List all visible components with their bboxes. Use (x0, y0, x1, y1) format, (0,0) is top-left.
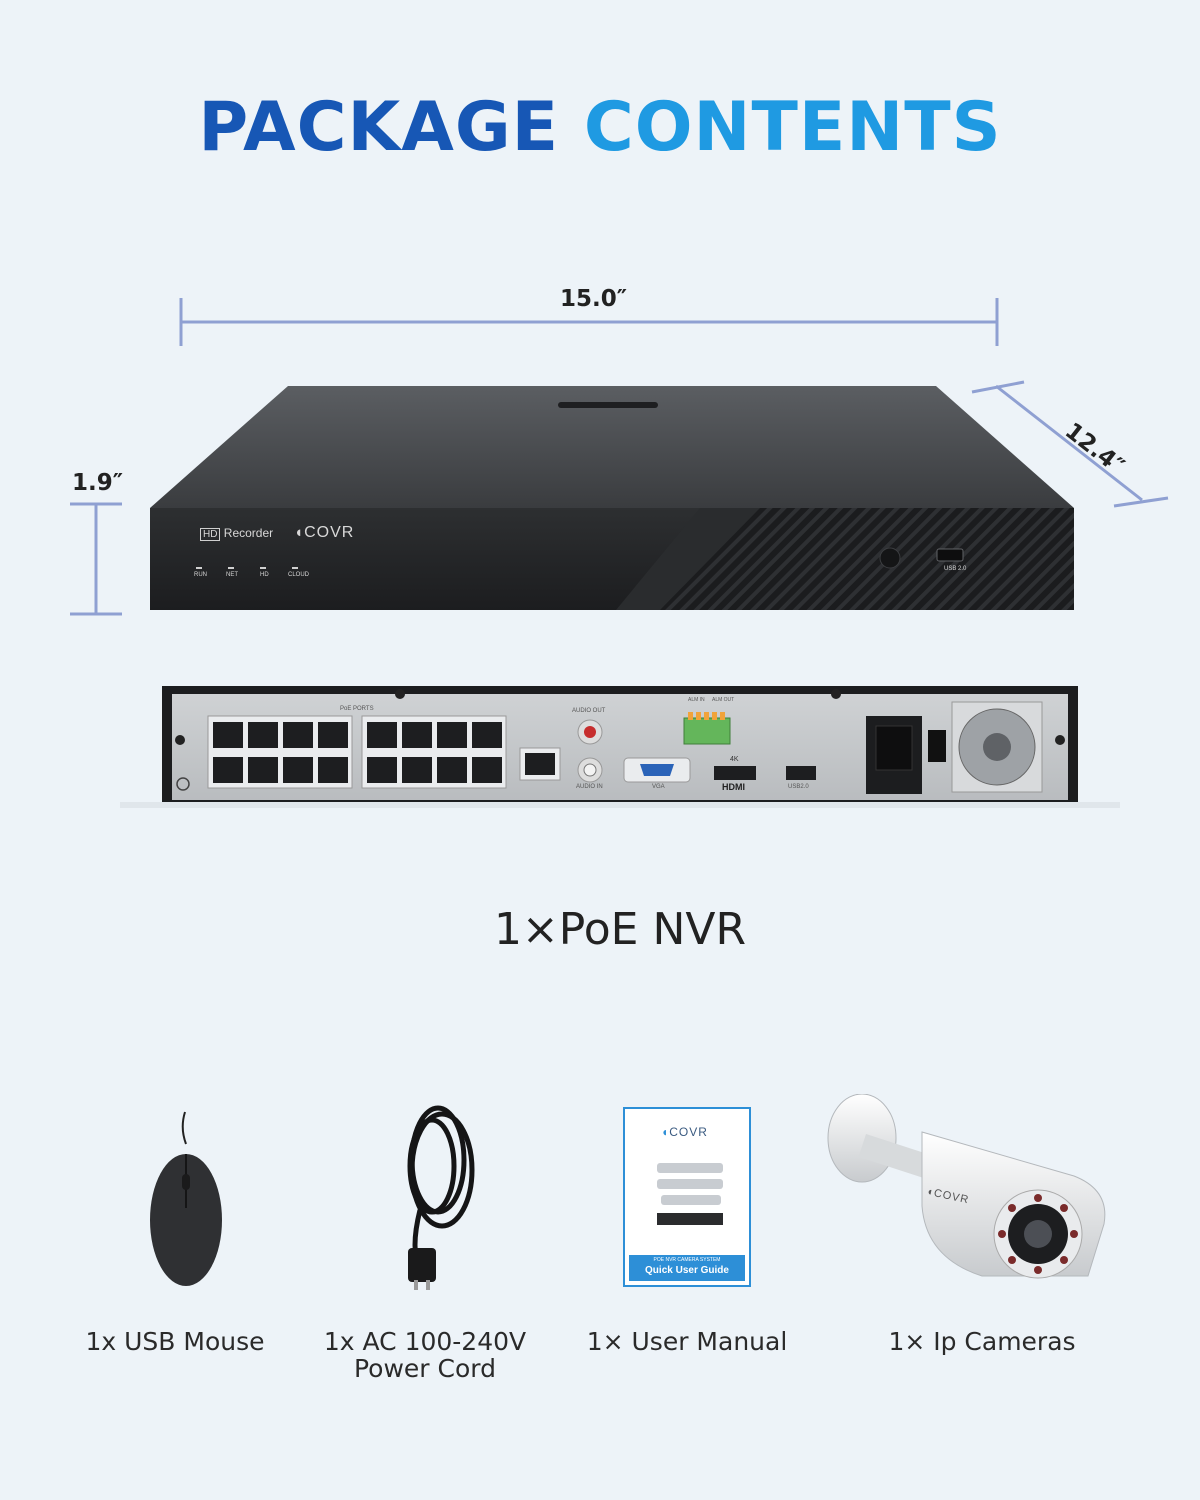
covr-logo-icon: ◖ (661, 1125, 670, 1139)
depth-tick-bottom (1113, 496, 1169, 508)
front-usb-port (936, 548, 964, 562)
power-cord-label-line1: 1x AC 100-240V (323, 1327, 527, 1356)
audio-out-label: AUDIO OUT (572, 708, 606, 714)
scroll-wheel (182, 1174, 190, 1190)
power-cord-label: 1x AC 100-240V Power Cord (290, 1328, 560, 1382)
poe-ports-label: PoE PORTS (340, 706, 374, 712)
power-switch (928, 730, 946, 762)
camera-label: 1× Ip Cameras (888, 1327, 1076, 1356)
vga-label: VGA (652, 784, 665, 790)
hdmi-port (714, 766, 756, 780)
nvr-front-image (150, 386, 1074, 610)
alarm-in-label: ALM IN (688, 697, 705, 703)
ground-icon (176, 777, 190, 791)
mouse-label: 1x USB Mouse (85, 1327, 265, 1356)
page-title: PACKAGE CONTENTS (0, 88, 1200, 167)
led-net-label: NET (226, 572, 238, 578)
nvr-label: 1×PoE NVR (493, 904, 747, 955)
title-word-2: CONTENTS (583, 88, 1002, 167)
hdmi-4k-label: 4K (730, 756, 739, 763)
front-usb-label: USB 2.0 (944, 566, 967, 572)
camera-arm (858, 1134, 933, 1179)
audio-in-label: AUDIO IN (576, 784, 603, 790)
nvr-top-slot (558, 402, 658, 408)
manual-subtitle: POE NVR CAMERA SYSTEM (653, 1257, 721, 1263)
manual-cover-illustration (657, 1163, 723, 1225)
manual-title: Quick User Guide (645, 1265, 729, 1276)
nvr-top-surface (150, 386, 1074, 508)
led-net-indicator (228, 567, 234, 569)
manual-label: 1× User Manual (586, 1327, 788, 1356)
led-run-label: RUN (194, 572, 207, 578)
nvr-rear-image (120, 686, 1120, 808)
manual-cover-banner: POE NVR CAMERA SYSTEM Quick User Guide (629, 1255, 745, 1281)
user-manual-image: ◖COVR POE NVR CAMERA SYSTEM Quick User G… (623, 1107, 751, 1287)
height-label: 1.9″ (72, 470, 124, 496)
led-hd-indicator (260, 567, 266, 569)
alarm-out-label: ALM OUT (712, 697, 735, 703)
covr-logo-icon: ◖ (294, 524, 305, 541)
plug-head (408, 1248, 436, 1282)
power-button (879, 547, 901, 569)
ip-camera-image (827, 1094, 1106, 1279)
rear-usb-port (786, 766, 816, 780)
dimension-lines (70, 298, 1169, 616)
usb-mouse-image (150, 1111, 222, 1286)
front-model-label: HD Recorder (200, 526, 273, 541)
power-cord-image (407, 1105, 475, 1290)
front-led-row: RUN NET HD CLOUD (192, 567, 322, 587)
front-brand-logo: ◖COVR (294, 524, 355, 541)
depth-tick-top (971, 380, 1025, 394)
manual-brand-logo: ◖COVR (661, 1125, 708, 1139)
led-cloud-label: CLOUD (288, 572, 310, 578)
alarm-terminal (683, 717, 731, 745)
led-run-indicator (196, 567, 202, 569)
width-label: 15.0″ (560, 286, 628, 312)
depth-dimension-line (995, 384, 1143, 502)
hdmi-label: HDMI (722, 782, 745, 792)
poe-ports-block-2 (361, 715, 507, 789)
led-hd-label: HD (260, 572, 269, 578)
led-cloud-indicator (292, 567, 298, 569)
mouse-body (150, 1154, 222, 1286)
rear-usb-label: USB2.0 (788, 784, 809, 790)
power-cord-label-line2: Power Cord (354, 1354, 496, 1383)
poe-ports-block-1 (207, 715, 353, 789)
mouse-cable (181, 1111, 187, 1145)
title-word-1: PACKAGE (198, 88, 560, 167)
camera-mount (827, 1094, 897, 1183)
